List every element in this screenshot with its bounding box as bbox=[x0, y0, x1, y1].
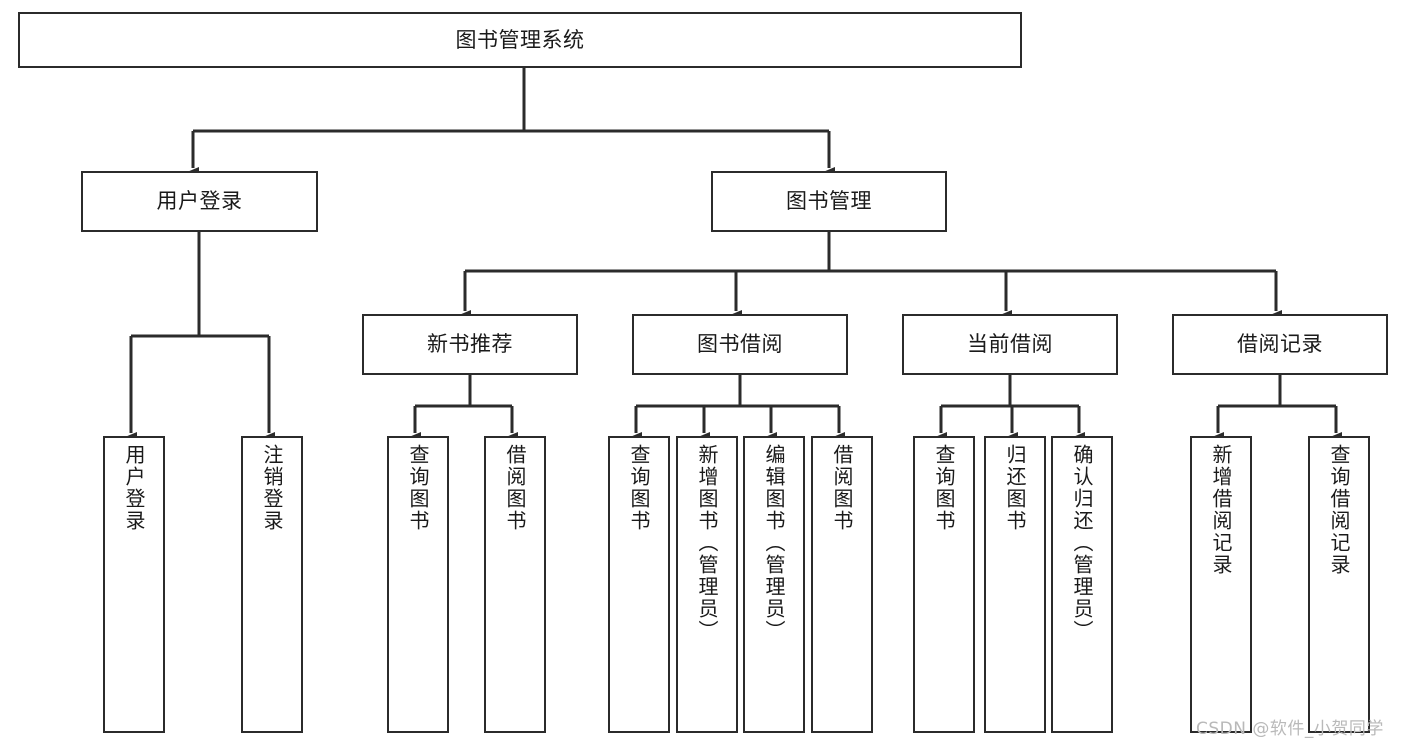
node-leaf-add-record[interactable]: 新增借阅记录 bbox=[1190, 436, 1252, 733]
node-label: 图书管理 bbox=[786, 189, 872, 214]
node-leaf-query-book-3[interactable]: 查询图书 bbox=[913, 436, 975, 733]
node-leaf-return-book[interactable]: 归还图书 bbox=[984, 436, 1046, 733]
node-label: 查询图书 bbox=[406, 444, 430, 532]
node-label: 用户登录 bbox=[156, 189, 243, 214]
node-root[interactable]: 图书管理系统 bbox=[18, 12, 1022, 68]
node-label: 查询图书 bbox=[932, 444, 956, 532]
node-label: 借阅图书 bbox=[830, 444, 854, 532]
node-label: 查询图书 bbox=[627, 444, 651, 532]
node-leaf-query-book-1[interactable]: 查询图书 bbox=[387, 436, 449, 733]
watermark: CSDN @软件_小贺同学 bbox=[1196, 719, 1384, 739]
node-label: 归还图书 bbox=[1003, 444, 1027, 532]
node-label: 借阅记录 bbox=[1237, 332, 1323, 357]
node-new-book-recommend[interactable]: 新书推荐 bbox=[362, 314, 578, 375]
node-label: 新增借阅记录 bbox=[1209, 444, 1233, 576]
node-label: 图书管理系统 bbox=[455, 27, 585, 52]
node-leaf-query-book-2[interactable]: 查询图书 bbox=[608, 436, 670, 733]
node-book-manage[interactable]: 图书管理 bbox=[711, 171, 947, 232]
node-leaf-query-record[interactable]: 查询借阅记录 bbox=[1308, 436, 1370, 733]
node-current-borrow[interactable]: 当前借阅 bbox=[902, 314, 1118, 375]
node-label: 新增图书（管理员） bbox=[695, 444, 719, 642]
node-user-login[interactable]: 用户登录 bbox=[81, 171, 318, 232]
node-label: 用户登录 bbox=[122, 444, 146, 532]
node-label: 借阅图书 bbox=[503, 444, 527, 532]
node-leaf-borrow-book-1[interactable]: 借阅图书 bbox=[484, 436, 546, 733]
node-leaf-edit-book[interactable]: 编辑图书（管理员） bbox=[743, 436, 805, 733]
node-label: 查询借阅记录 bbox=[1327, 444, 1351, 576]
node-leaf-add-book[interactable]: 新增图书（管理员） bbox=[676, 436, 738, 733]
node-label: 编辑图书（管理员） bbox=[762, 444, 786, 642]
node-book-borrow[interactable]: 图书借阅 bbox=[632, 314, 848, 375]
node-leaf-borrow-book-2[interactable]: 借阅图书 bbox=[811, 436, 873, 733]
node-label: 新书推荐 bbox=[427, 332, 513, 357]
edge-paths bbox=[125, 68, 1342, 442]
node-leaf-user-login[interactable]: 用户登录 bbox=[103, 436, 165, 733]
node-leaf-logout[interactable]: 注销登录 bbox=[241, 436, 303, 733]
node-label: 注销登录 bbox=[260, 444, 284, 532]
node-label: 当前借阅 bbox=[967, 332, 1053, 357]
node-borrow-record[interactable]: 借阅记录 bbox=[1172, 314, 1388, 375]
node-label: 图书借阅 bbox=[697, 332, 783, 357]
node-leaf-confirm-return[interactable]: 确认归还（管理员） bbox=[1051, 436, 1113, 733]
node-label: 确认归还（管理员） bbox=[1070, 444, 1094, 642]
